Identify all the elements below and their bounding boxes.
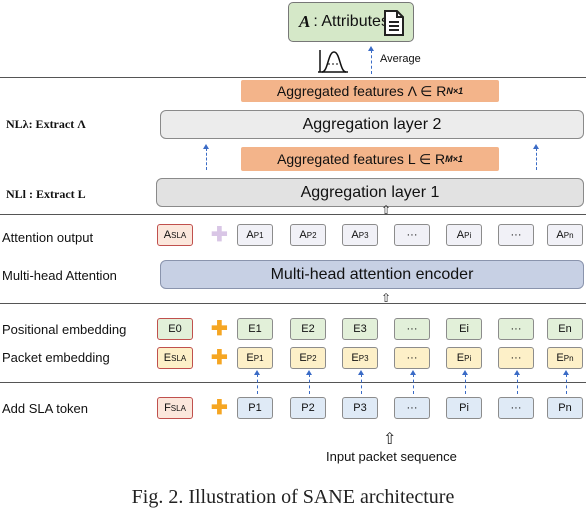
aggregated-l-sup: M×1	[445, 154, 463, 164]
embed-arrow	[566, 374, 567, 394]
embed-arrowhead	[514, 370, 520, 375]
multi-head-attention-encoder: Multi-head attention encoder	[160, 260, 584, 289]
row-label-packet-embedding: Packet embedding	[2, 350, 110, 365]
embed-arrowhead	[410, 370, 416, 375]
row-label-add-sla-token: Add SLA token	[2, 401, 89, 416]
row-label-attention-output: Attention output	[2, 230, 94, 245]
positional-embedding-cell: E2	[290, 318, 326, 340]
attention-output-cell: ···	[498, 224, 534, 246]
plus-icon: ✚	[211, 318, 228, 340]
embed-arrowhead	[306, 370, 312, 375]
flow-arrowhead-right	[533, 144, 539, 149]
up-arrow-input: ⇧	[383, 431, 397, 448]
input-packet-sequence-label: Input packet sequence	[326, 449, 457, 464]
embed-arrowhead	[254, 370, 260, 375]
sla-token-cell: P2	[290, 397, 326, 419]
embed-arrow	[465, 374, 466, 394]
sla-token-cell: P1	[237, 397, 273, 419]
up-arrow-1: ⇧	[381, 203, 392, 217]
sla-token-cell: P3	[342, 397, 378, 419]
aggregated-lambda-sup: N×1	[446, 86, 464, 96]
embed-arrowhead	[462, 370, 468, 375]
embed-arrow	[517, 374, 518, 394]
attributes-box: A : Attributes	[288, 2, 414, 42]
aggregated-lambda-text: Aggregated features Λ ∈ R	[276, 82, 447, 99]
average-arrowhead	[368, 46, 374, 51]
aggregation-layer-1: Aggregation layer 1	[156, 178, 584, 207]
flow-arrow-left	[206, 148, 207, 170]
embed-arrow	[257, 374, 258, 394]
positional-embedding-cell: En	[547, 318, 583, 340]
separator-4	[0, 382, 586, 383]
sla-token-cell: Pn	[547, 397, 583, 419]
average-curve-icon	[318, 50, 348, 73]
attributes-symbol: A	[299, 12, 311, 31]
sla-token-cell: Pi	[446, 397, 482, 419]
packet-embedding-cell: ···	[394, 347, 430, 369]
average-label: Average	[380, 53, 421, 65]
positional-embedding-cell: E0	[157, 318, 193, 340]
nl-l-label: NLl : Extract L	[6, 187, 86, 201]
row-label-positional-embedding: Positional embedding	[2, 322, 127, 337]
embed-arrowhead	[563, 370, 569, 375]
positional-embedding-cell: ···	[394, 318, 430, 340]
positional-embedding-cell: E3	[342, 318, 378, 340]
attention-output-cell: ···	[394, 224, 430, 246]
nl-lambda-label: NLλ: Extract Λ	[6, 117, 86, 131]
separator-1	[0, 77, 586, 78]
embed-arrow	[413, 374, 414, 394]
row-label-multi-head-attention: Multi-head Attention	[2, 268, 117, 283]
embed-arrow	[361, 374, 362, 394]
packet-embedding-cell: ···	[498, 347, 534, 369]
document-icon	[384, 10, 404, 36]
flow-arrowhead-left	[203, 144, 209, 149]
up-arrow-2: ⇧	[381, 291, 392, 305]
aggregated-l-text: Aggregated features L ∈ R	[277, 150, 446, 167]
positional-embedding-cell: E1	[237, 318, 273, 340]
plus-icon: ✚	[211, 224, 228, 246]
average-arrow	[371, 50, 372, 74]
aggregation-layer-2: Aggregation layer 2	[160, 110, 584, 139]
attributes-text: : Attributes	[313, 13, 389, 30]
embed-arrow	[309, 374, 310, 394]
plus-icon: ✚	[211, 347, 228, 369]
separator-3	[0, 303, 586, 304]
plus-icon: ✚	[211, 397, 228, 419]
embed-arrowhead	[358, 370, 364, 375]
positional-embedding-cell: Ei	[446, 318, 482, 340]
sla-token-cell: ···	[498, 397, 534, 419]
flow-arrow-right	[536, 148, 537, 170]
sla-token-cell: ···	[394, 397, 430, 419]
separator-2	[0, 214, 586, 215]
positional-embedding-cell: ···	[498, 318, 534, 340]
